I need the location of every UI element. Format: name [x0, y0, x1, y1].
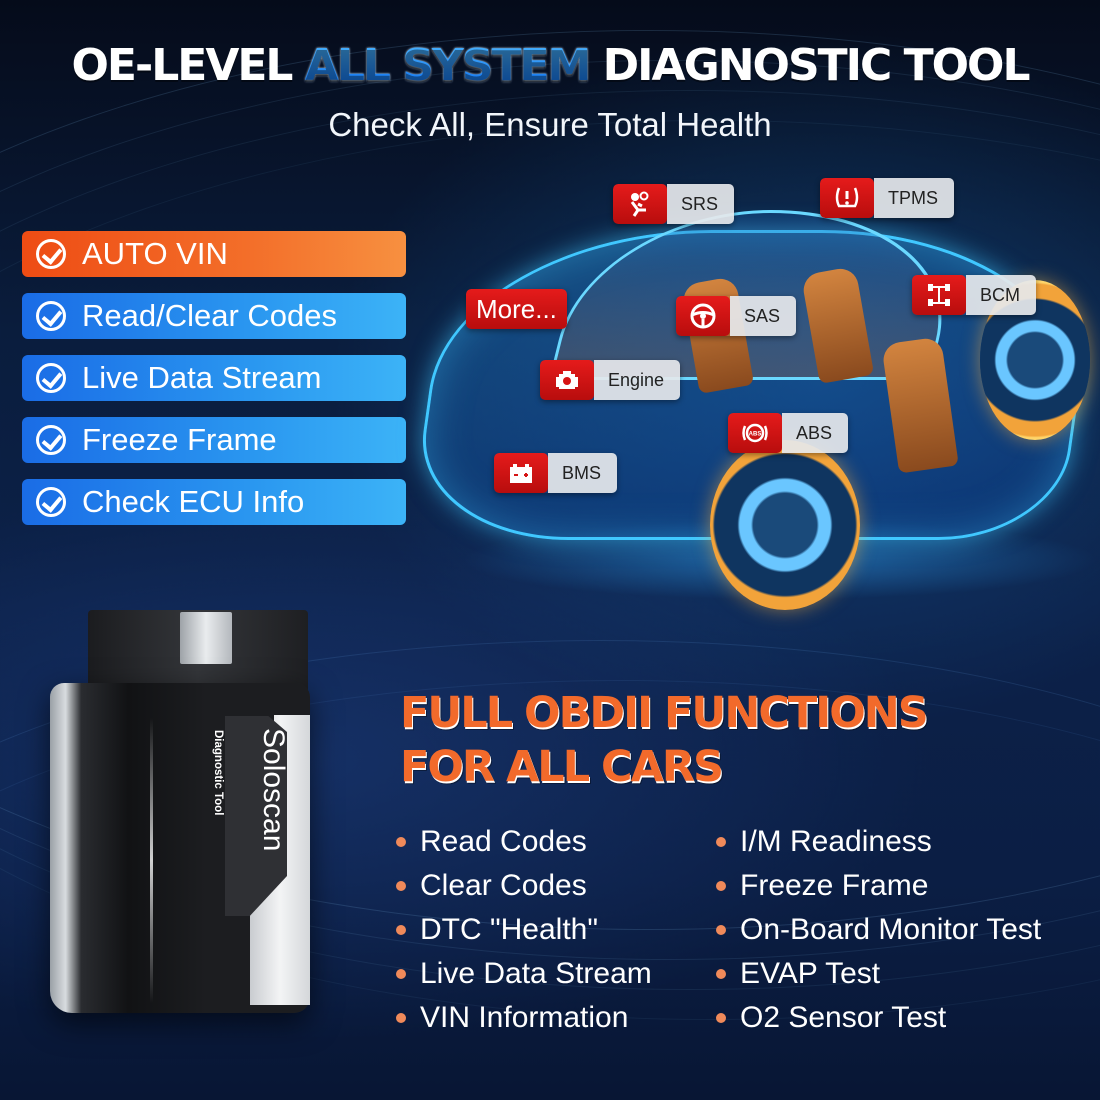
feature-label: AUTO VIN [82, 236, 228, 271]
list-item-label: DTC "Health" [420, 913, 599, 946]
feature-label: Freeze Frame [82, 422, 277, 457]
bullet-icon [396, 925, 406, 935]
engine-icon [540, 360, 594, 400]
obd-heading-line1: FULL OBDII FUNCTIONS [400, 688, 929, 738]
check-circle-icon [36, 363, 66, 393]
feature-label: Live Data Stream [82, 360, 322, 395]
list-item-label: EVAP Test [740, 957, 881, 990]
device-label-band [225, 716, 287, 916]
obd-function-list-left: Read Codes Clear Codes DTC "Health" Live… [396, 820, 652, 1040]
list-item-label: O2 Sensor Test [740, 1001, 947, 1034]
tag-label: BMS [548, 453, 618, 493]
tag-tpms: TPMS [820, 178, 955, 218]
device-subtitle: Diagnostic Tool [212, 730, 224, 816]
list-item-label: On-Board Monitor Test [740, 913, 1042, 946]
list-item: EVAP Test [716, 952, 1041, 996]
list-item-label: Clear Codes [420, 869, 587, 902]
page-title: OE-LEVEL ALL SYSTEM DIAGNOSTIC TOOL [0, 40, 1100, 91]
list-item: VIN Information [396, 996, 652, 1040]
bullet-icon [716, 925, 726, 935]
obd-heading-line2: FOR ALL CARS [400, 742, 724, 792]
tire-pressure-icon [820, 178, 874, 218]
title-highlight: ALL SYSTEM [304, 40, 592, 91]
steering-wheel-icon [676, 296, 730, 336]
abs-icon: ABS [728, 413, 782, 453]
check-circle-icon [36, 425, 66, 455]
device-brand: Soloscan [257, 728, 290, 852]
bullet-icon [716, 969, 726, 979]
tag-label: SRS [667, 184, 735, 224]
tag-bcm: BCM [912, 275, 1036, 315]
list-item-label: Freeze Frame [740, 869, 929, 902]
background-arc [0, 680, 1100, 1100]
list-item: Freeze Frame [716, 864, 1041, 908]
feature-label: Read/Clear Codes [82, 298, 338, 333]
bullet-icon [716, 1013, 726, 1023]
feature-live-data-stream: Live Data Stream [22, 355, 406, 401]
list-item-label: VIN Information [420, 1001, 629, 1034]
feature-list: AUTO VIN Read/Clear Codes Live Data Stre… [22, 231, 406, 541]
battery-icon [494, 453, 548, 493]
title-part2: DIAGNOSTIC TOOL [589, 40, 1031, 91]
obd-scanner-device: Soloscan Diagnostic Tool [50, 610, 310, 1020]
list-item: Live Data Stream [396, 952, 652, 996]
tag-label: ABS [782, 413, 849, 453]
tag-bms: BMS [494, 453, 618, 493]
list-item: Clear Codes [396, 864, 652, 908]
tag-sas: SAS [676, 296, 797, 336]
feature-label: Check ECU Info [82, 484, 305, 519]
tag-label: SAS [730, 296, 797, 336]
tag-srs: SRS [613, 184, 735, 224]
car-wheel [710, 440, 860, 610]
obd-heading: FULL OBDII FUNCTIONS FOR ALL CARS [400, 686, 929, 794]
list-item-label: I/M Readiness [740, 825, 932, 858]
car-illustration [408, 170, 1100, 610]
bullet-icon [716, 837, 726, 847]
bullet-icon [396, 881, 406, 891]
tag-label: Engine [594, 360, 681, 400]
svg-text:ABS: ABS [749, 432, 762, 438]
title-part1: OE-LEVEL [71, 40, 305, 91]
check-circle-icon [36, 239, 66, 269]
device-highlight [150, 718, 153, 1003]
tag-engine: Engine [540, 360, 681, 400]
obd-function-list-right: I/M Readiness Freeze Frame On-Board Moni… [716, 820, 1041, 1040]
connector-clip [180, 612, 232, 664]
check-circle-icon [36, 487, 66, 517]
feature-freeze-frame: Freeze Frame [22, 417, 406, 463]
list-item-label: Live Data Stream [420, 957, 652, 990]
tag-more: More... [466, 289, 567, 329]
list-item: I/M Readiness [716, 820, 1041, 864]
bullet-icon [396, 969, 406, 979]
page-subtitle: Check All, Ensure Total Health [328, 106, 772, 143]
tag-label: BCM [966, 275, 1036, 315]
chassis-icon [912, 275, 966, 315]
feature-auto-vin: AUTO VIN [22, 231, 406, 277]
feature-check-ecu-info: Check ECU Info [22, 479, 406, 525]
tag-abs: ABS ABS [728, 413, 849, 453]
list-item-label: Read Codes [420, 825, 587, 858]
background-arc [0, 640, 1100, 1100]
bullet-icon [396, 1013, 406, 1023]
check-circle-icon [36, 301, 66, 331]
bullet-icon [716, 881, 726, 891]
airbag-icon [613, 184, 667, 224]
list-item: On-Board Monitor Test [716, 908, 1041, 952]
tag-label: TPMS [874, 178, 955, 218]
feature-read-clear-codes: Read/Clear Codes [22, 293, 406, 339]
list-item: Read Codes [396, 820, 652, 864]
list-item: O2 Sensor Test [716, 996, 1041, 1040]
list-item: DTC "Health" [396, 908, 652, 952]
bullet-icon [396, 837, 406, 847]
more-label: More... [466, 289, 567, 329]
